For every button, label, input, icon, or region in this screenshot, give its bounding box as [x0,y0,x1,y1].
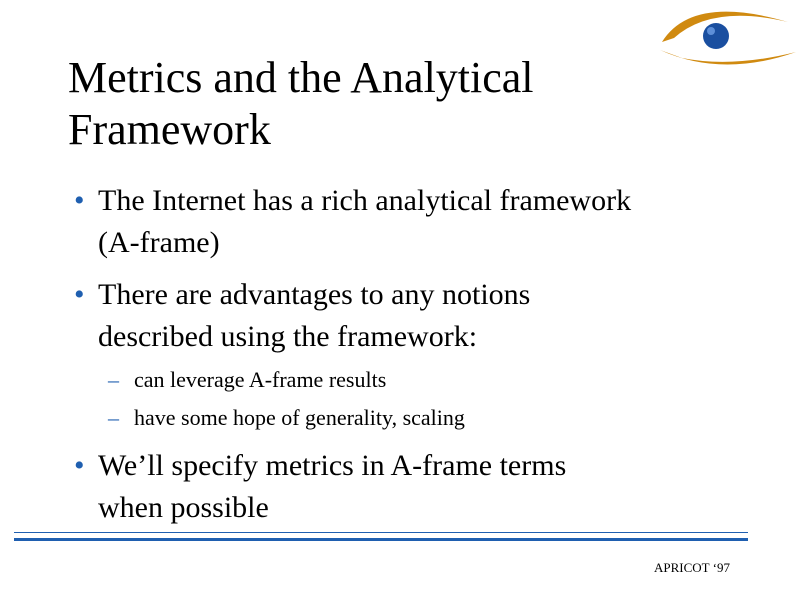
bullet-text-line: (A-frame) [98,226,220,259]
sub-bullet-marker: – [108,367,119,392]
bullet-text-line: There are advantages to any notions [98,278,531,311]
eye-logo-icon [660,11,796,65]
slide-title-line-1: Metrics and the Analytical [68,53,534,102]
slide-title: Metrics and the Analytical Framework [68,52,668,156]
bullet-marker: • [74,449,85,482]
bullet-text-line: when possible [98,491,269,524]
sub-bullet-text: can leverage A-frame results [134,367,387,392]
footer-label: APRICOT ‘97 [654,560,730,575]
sub-bullet-marker: – [108,405,119,430]
bullet-marker: • [74,184,85,217]
footer-divider-thick [14,538,748,541]
sub-bullet-item: –have some hope of generality, scaling [108,404,465,432]
bullet-marker: • [74,278,85,311]
bullet-text-line: described using the framework: [98,320,478,353]
bullet-text-line: We’ll specify metrics in A-frame terms [98,449,567,482]
sub-bullet-text: have some hope of generality, scaling [134,405,465,430]
footer-divider-thin [14,532,748,533]
slide-title-line-2: Framework [68,105,271,154]
sub-bullet-item: –can leverage A-frame results [108,366,386,394]
bullet-text-line: The Internet has a rich analytical frame… [98,184,632,217]
